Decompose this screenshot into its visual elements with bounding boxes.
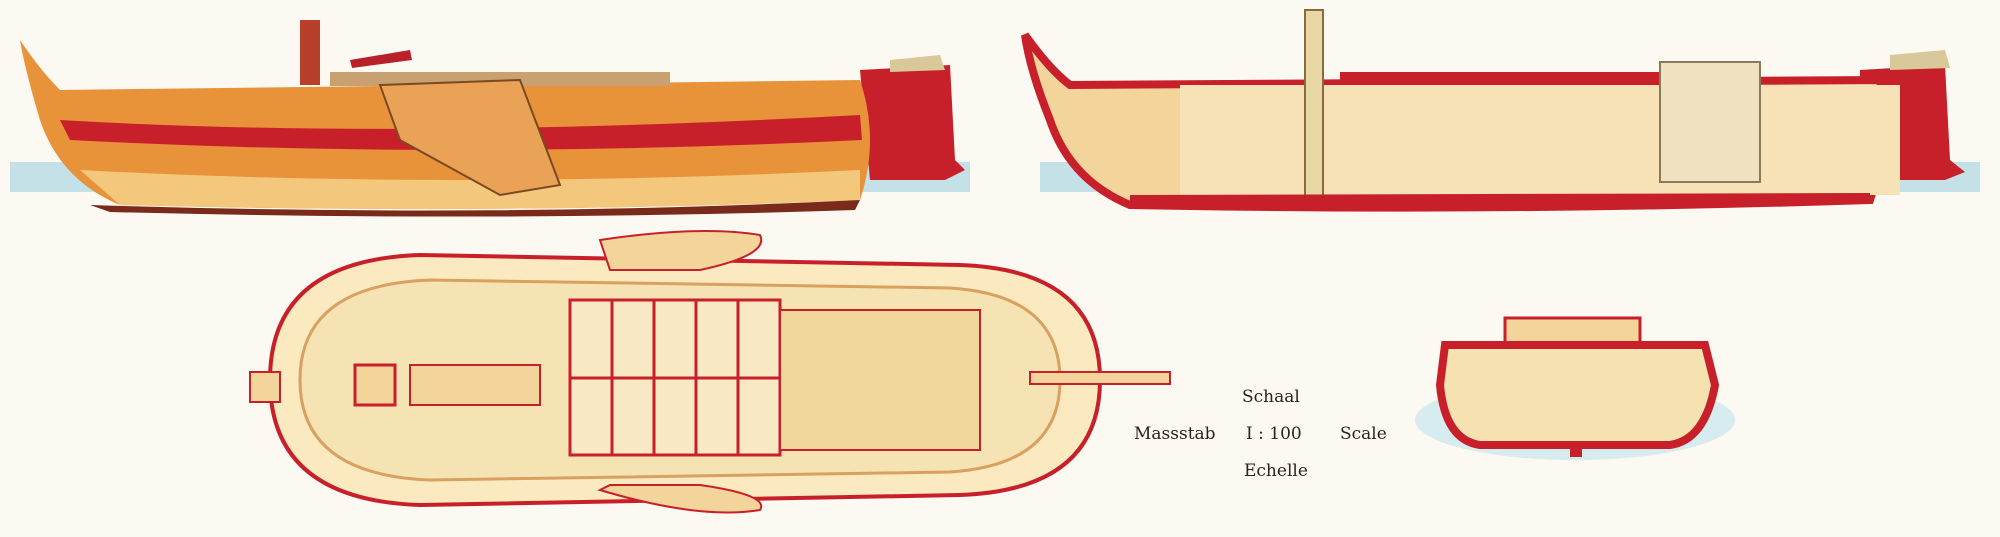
scale-label-german: Massstab	[1134, 424, 1216, 444]
hull-section	[1435, 341, 1720, 449]
cross-section	[1415, 316, 1735, 460]
tiller	[350, 50, 412, 68]
leeboard-top	[598, 230, 763, 271]
mast-tabernacle	[409, 364, 541, 406]
keel	[1570, 445, 1582, 457]
plan-view	[249, 230, 1171, 514]
leeboard	[378, 78, 562, 197]
side-elevation-section	[1021, 9, 1980, 212]
hatch-beam	[1340, 72, 1660, 82]
fore-hatch	[353, 363, 397, 407]
tiller-head	[890, 55, 945, 72]
hull-bottom	[80, 170, 860, 209]
scale-ratio: I : 100	[1246, 424, 1302, 444]
hatch-grid	[568, 298, 782, 457]
scale-label-dutch: Schaal	[1242, 387, 1300, 407]
scale-label-english: Scale	[1340, 424, 1387, 444]
cabin-cupboard	[1659, 61, 1761, 183]
scale-label-french: Echelle	[1244, 461, 1308, 481]
tiller-head	[1890, 50, 1950, 70]
bow-stem	[249, 371, 281, 403]
mast	[1304, 9, 1324, 201]
cabin-top	[779, 309, 981, 451]
floor-frames	[1129, 193, 1871, 205]
keel	[90, 200, 860, 217]
cabin-roof	[330, 72, 670, 86]
side-elevation-exterior	[10, 20, 970, 217]
hold-interior	[1180, 85, 1900, 195]
leeboard-bottom	[597, 484, 763, 514]
tiller-plan	[1029, 371, 1171, 385]
rudder	[860, 65, 965, 180]
mast-stump	[300, 20, 320, 85]
